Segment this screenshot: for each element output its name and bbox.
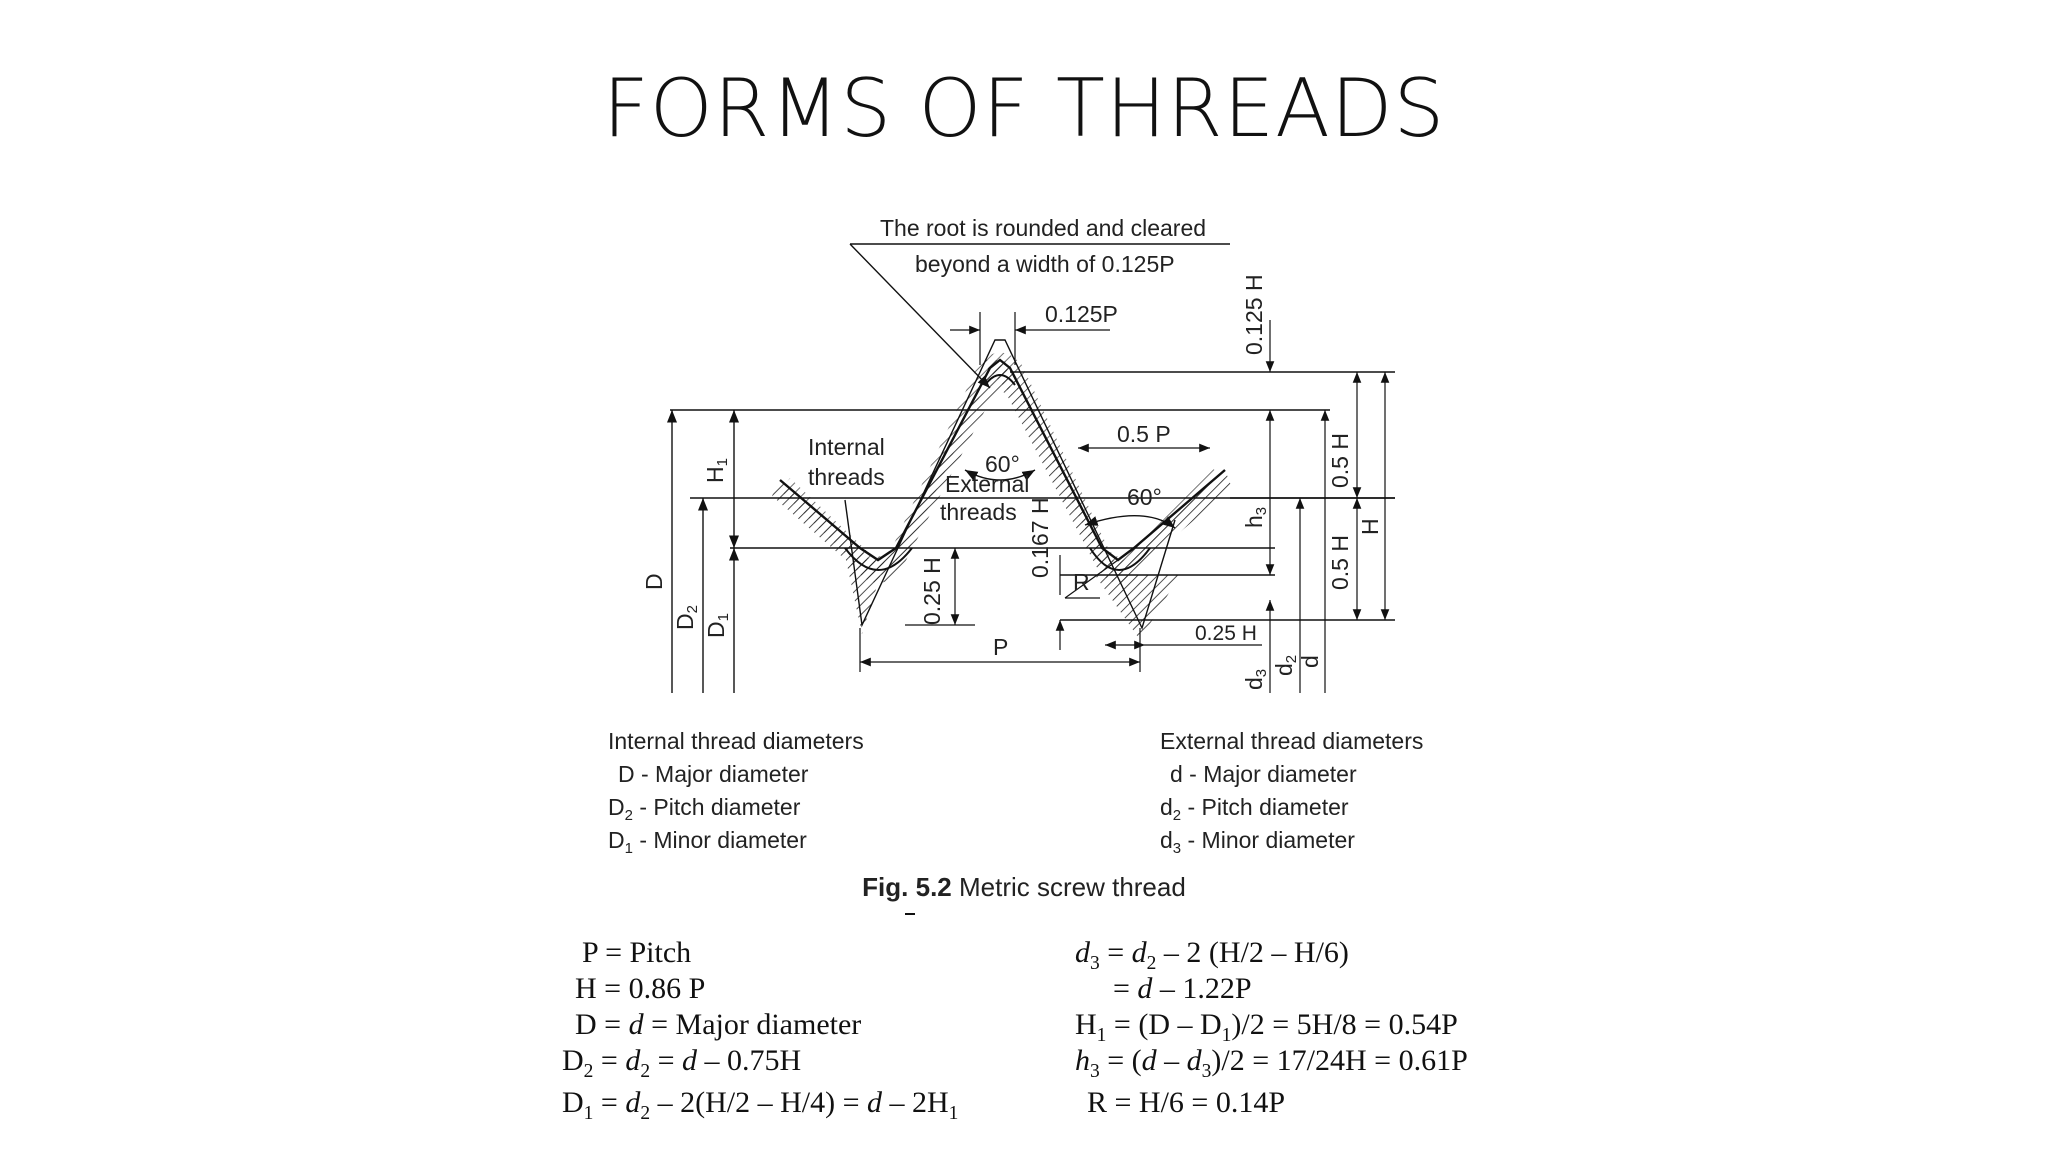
label-0125p: 0.125P <box>1045 301 1118 327</box>
legend-external-pitch: d2 - Pitch diameter <box>1160 794 1349 825</box>
formula-R: R = H/6 = 0.14P <box>1087 1086 1286 1119</box>
formula-D2: D2 = d2 = d – 0.75H <box>562 1044 802 1082</box>
formula-d3: d3 = d2 – 2 (H/2 – H/6) <box>1075 936 1349 974</box>
legend-internal: Internal thread diameters D - Major diam… <box>608 725 864 857</box>
root-arc-right <box>1089 547 1151 571</box>
formula-d3-cont: = d – 1.22P <box>1113 972 1252 1005</box>
label-h3: h3 <box>1241 507 1270 528</box>
root-note-line2: beyond a width of 0.125P <box>915 251 1175 277</box>
legend-internal-pitch: D2 - Pitch diameter <box>608 794 801 825</box>
legend-external: External thread diameters d - Major diam… <box>1160 725 1423 857</box>
label-internal-1: Internal <box>808 434 885 460</box>
label-d3: d3 <box>1241 669 1270 690</box>
legend-external-heading: External thread diameters <box>1160 728 1424 754</box>
label-0125h: 0.125 H <box>1241 274 1267 355</box>
figure-caption: Fig. 5.2 Metric screw thread <box>862 872 1186 902</box>
label-D2: D2 <box>672 605 701 630</box>
legend-external-minor: d3 - Minor diameter <box>1160 827 1355 858</box>
label-angle-left: 60° <box>985 451 1020 477</box>
label-05h-top: 0.5 H <box>1327 433 1353 488</box>
formula-D1: D1 = d2 – 2(H/2 – H/4) = d – 2H1 <box>562 1086 959 1124</box>
label-H1: H1 <box>702 458 731 483</box>
label-H: H <box>1357 518 1383 535</box>
formula-pitch: P = Pitch <box>582 936 692 969</box>
formula-H1: H1 = (D – D1)/2 = 5H/8 = 0.54P <box>1075 1008 1458 1046</box>
label-d: d <box>1297 655 1323 668</box>
formulas-right: d3 = d2 – 2 (H/2 – H/6) = d – 1.22P H1 =… <box>1075 935 1468 1121</box>
basic-profile-v <box>844 339 1176 630</box>
label-angle-right: 60° <box>1127 484 1162 510</box>
label-P: P <box>993 634 1008 660</box>
formula-h3: h3 = (d – d3)/2 = 17/24H = 0.61P <box>1075 1044 1468 1082</box>
label-05h-bottom: 0.5 H <box>1327 535 1353 590</box>
formulas-left: P = Pitch H = 0.86 P D = d = Major diame… <box>562 935 959 1124</box>
formula-H: H = 0.86 P <box>575 972 706 1005</box>
label-025h-right: 0.25 H <box>1195 622 1257 645</box>
root-arc-left <box>844 547 913 571</box>
label-external-1: External <box>945 471 1029 497</box>
label-D: D <box>641 573 667 590</box>
legend-internal-heading: Internal thread diameters <box>608 728 864 754</box>
label-external-2: threads <box>940 499 1017 525</box>
label-d2: d2 <box>1271 655 1300 676</box>
root-note-line1: The root is rounded and cleared <box>880 215 1206 241</box>
formula-D: D = d = Major diameter <box>575 1008 862 1041</box>
label-R: R <box>1073 569 1090 595</box>
label-025h-left: 0.25 H <box>919 557 945 625</box>
r-leader <box>1064 554 1126 599</box>
legend-external-major: d - Major diameter <box>1170 761 1357 787</box>
legend-internal-major: D - Major diameter <box>618 761 809 787</box>
label-internal-2: threads <box>808 464 885 490</box>
angle-arc-60-right <box>1084 515 1176 529</box>
angle-arc-60-left <box>964 469 1036 481</box>
slide-title: FORMS OF THREADS <box>602 62 1446 155</box>
label-0167h: 0.167 H <box>1027 497 1053 578</box>
legend-internal-minor: D1 - Minor diameter <box>608 827 807 858</box>
label-D1: D1 <box>703 613 732 638</box>
label-05p: 0.5 P <box>1117 421 1171 447</box>
root-note-leader <box>849 243 991 389</box>
